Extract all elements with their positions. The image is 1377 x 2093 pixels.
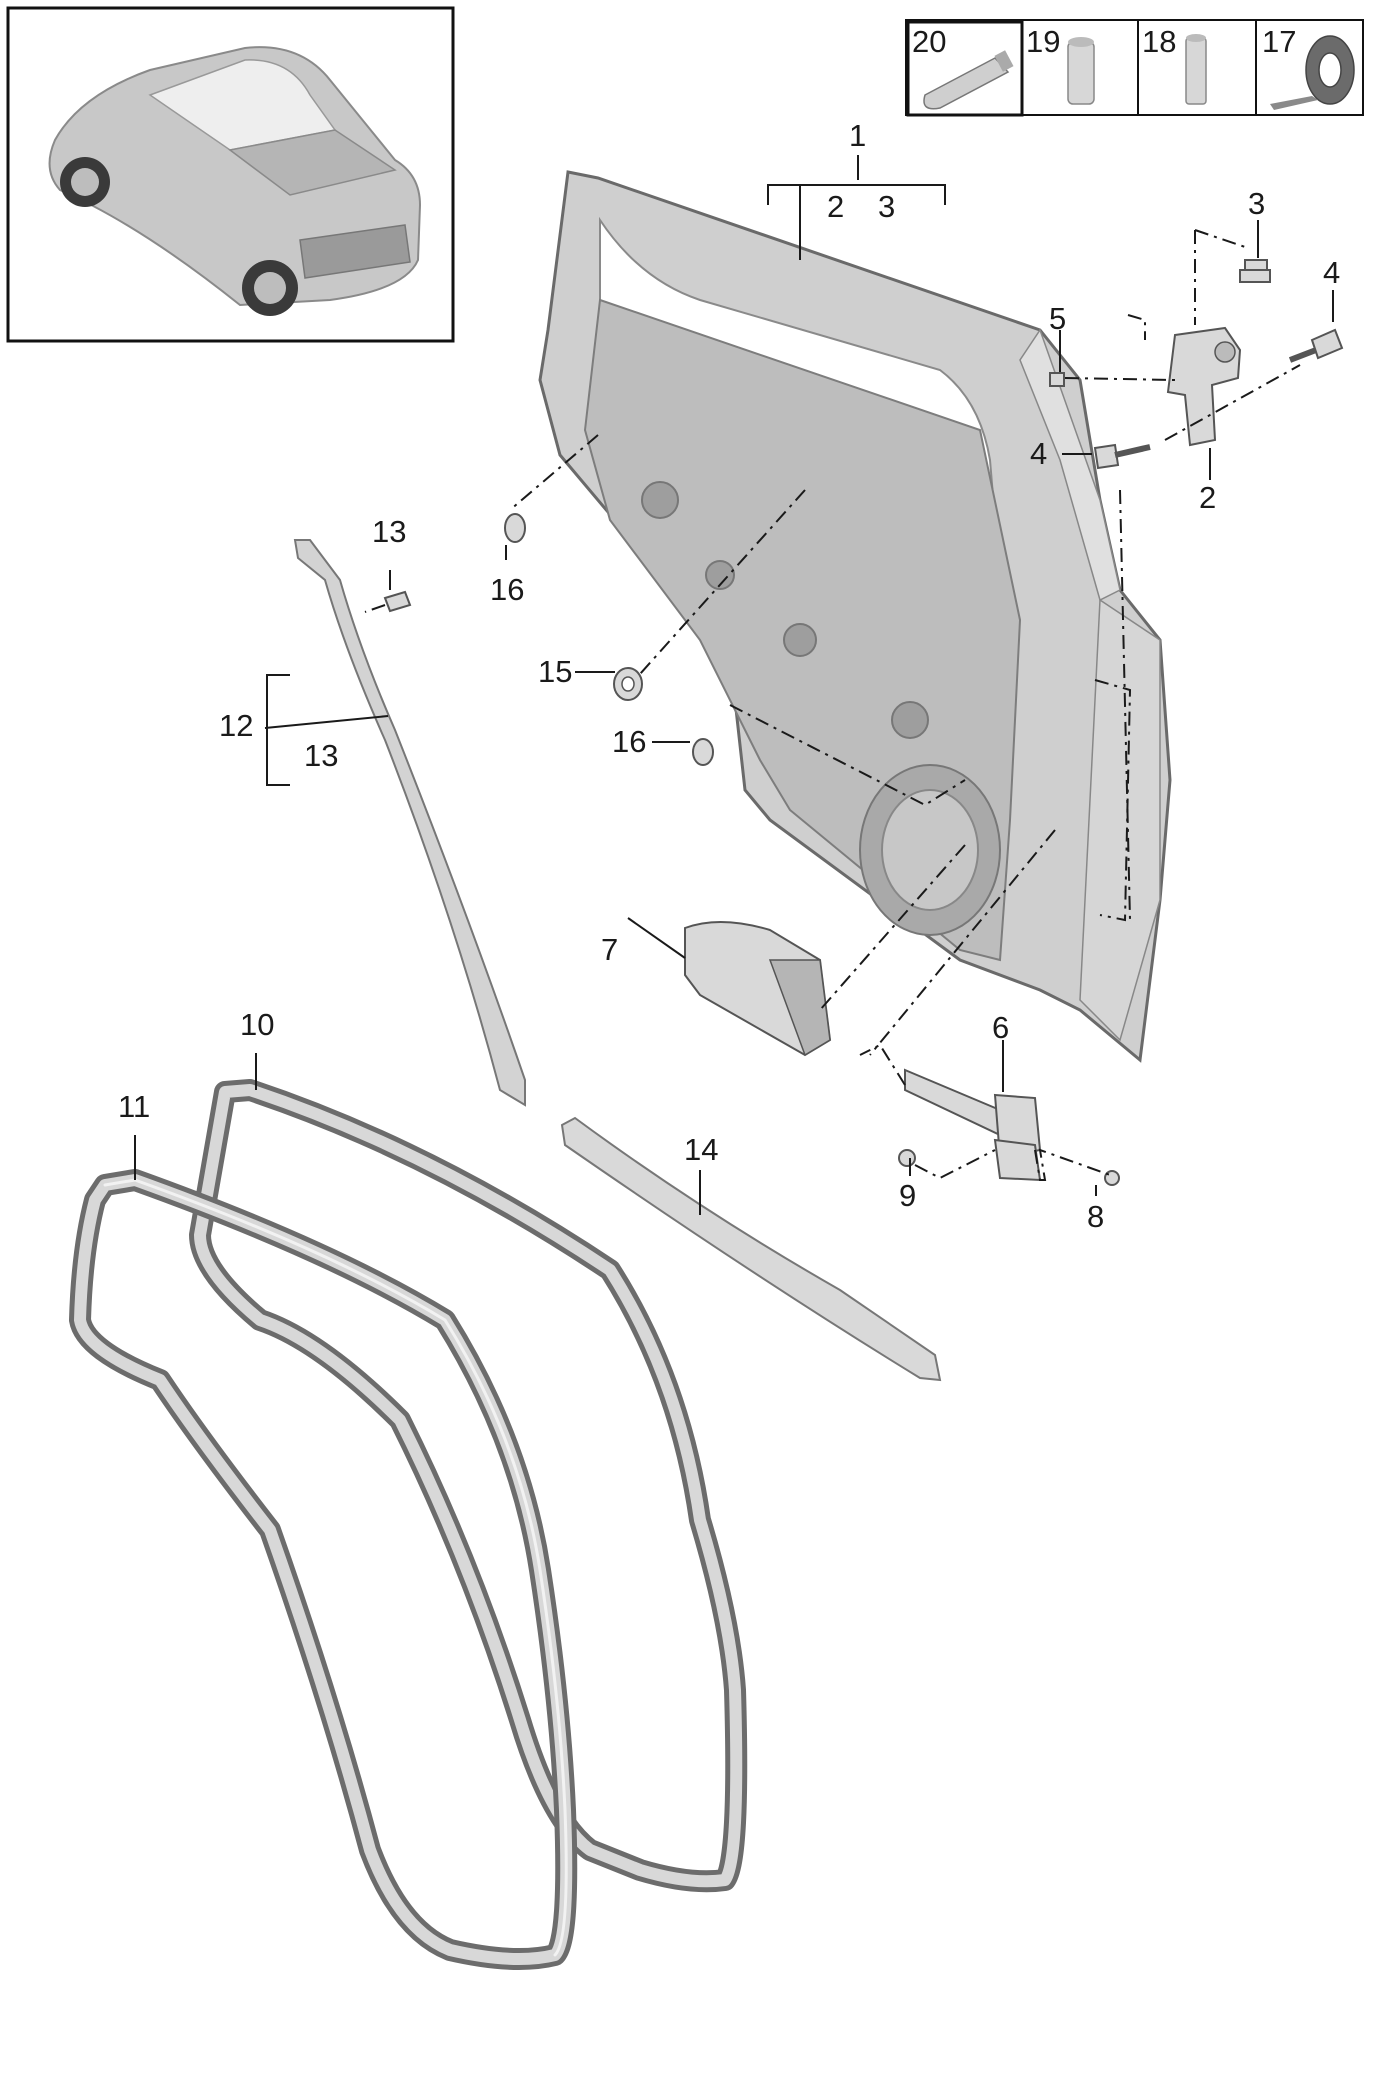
consumable-label: 19 — [1026, 24, 1060, 59]
callout-16-upper: 16 — [490, 572, 524, 607]
callout-3: 3 — [1248, 186, 1265, 221]
callout-6: 6 — [992, 1010, 1009, 1045]
callout-12-sub-13: 13 — [304, 738, 338, 773]
grommet-15[interactable] — [613, 667, 643, 701]
callout-11: 11 — [118, 1089, 150, 1124]
callout-7: 7 — [601, 932, 618, 967]
assembly-guide-lines — [364, 229, 1301, 1181]
door-module-bracket[interactable] — [684, 921, 832, 1057]
callout-12: 12 — [219, 708, 253, 743]
plug-16-lower[interactable] — [692, 738, 714, 766]
callout-1-sub-3: 3 — [878, 189, 895, 224]
screw-9[interactable] — [898, 1149, 916, 1167]
callout-9: 9 — [899, 1178, 916, 1213]
hinge-bolt-3[interactable] — [1239, 259, 1271, 283]
window-channel-strip[interactable] — [293, 539, 526, 1107]
consumable-item-17[interactable]: 17 — [1262, 24, 1355, 110]
consumable-label: 18 — [1142, 24, 1176, 59]
plug-16-upper[interactable] — [504, 513, 526, 543]
hinge-bolt-4-upper[interactable] — [1288, 328, 1344, 363]
consumable-item-18[interactable]: 18 — [1142, 24, 1207, 105]
door-hinge[interactable] — [1166, 326, 1242, 447]
callout-labels: 1 2 3 2 3 4 4 5 6 7 8 9 10 11 12 13 13 1… — [118, 118, 1340, 1234]
clip-13[interactable] — [383, 590, 412, 613]
door-shell[interactable] — [538, 170, 1172, 1063]
grease-tube-icon — [923, 50, 1014, 110]
consumable-label: 17 — [1262, 24, 1296, 59]
callout-5: 5 — [1049, 301, 1066, 336]
spray-can-icon — [1067, 37, 1095, 105]
consumable-item-20[interactable]: 20 — [906, 20, 1024, 117]
door-seal-11[interactable] — [69, 1169, 578, 1970]
hinge-bolt-4-lower[interactable] — [1093, 443, 1151, 470]
callout-4-lower: 4 — [1030, 436, 1047, 471]
leader-lines — [134, 155, 1334, 1215]
beltline-strip[interactable] — [560, 1116, 942, 1382]
consumable-item-19[interactable]: 19 — [1026, 24, 1095, 105]
suv-illustration — [48, 46, 422, 316]
callout-1: 1 — [849, 118, 866, 153]
tape-roll-icon — [1270, 35, 1355, 110]
callout-14: 14 — [684, 1132, 718, 1167]
callout-1-sub-2: 2 — [827, 189, 844, 224]
hinge-pin-5[interactable] — [1049, 372, 1065, 387]
callout-10: 10 — [240, 1007, 274, 1042]
vehicle-thumbnail[interactable] — [6, 6, 455, 343]
door-seal-10[interactable] — [189, 1079, 748, 1893]
consumables-table: 20 19 18 17 — [905, 19, 1364, 117]
consumable-label: 20 — [912, 24, 946, 59]
door-check-strap[interactable] — [904, 1068, 1042, 1182]
callout-13: 13 — [372, 514, 406, 549]
callout-16-lower: 16 — [612, 724, 646, 759]
callout-2: 2 — [1199, 480, 1216, 515]
callout-4-upper: 4 — [1323, 255, 1340, 290]
callout-15: 15 — [538, 654, 572, 689]
cylinder-cartridge-icon — [1185, 34, 1207, 105]
callout-8: 8 — [1087, 1199, 1104, 1234]
